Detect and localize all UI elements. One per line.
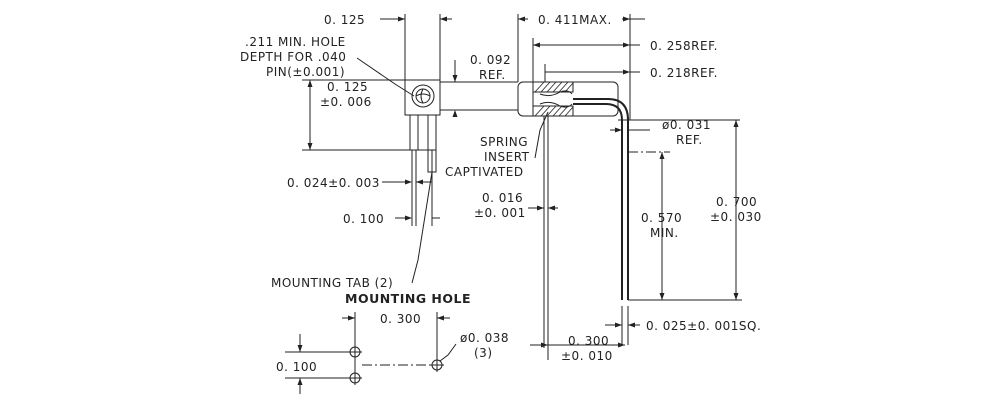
dim-700-line1: 0. 700 [716,195,757,209]
dim-031-line1: ø0. 031 [662,118,711,132]
dim-300-offset-line2: ±0. 010 [561,349,613,363]
mounting-tab-label: MOUNTING TAB (2) [271,276,393,290]
dim-570-line1: 0. 570 [641,211,682,225]
hole-note-line3: PIN(±0.001) [266,65,345,79]
dim-092-line1: 0. 092 [470,53,511,67]
dim-016-line2: ±0. 001 [474,206,526,220]
hole-note-line2: DEPTH FOR .040 [240,50,346,64]
dim-570-line2: MIN. [650,226,679,240]
dim-hole-spacing-y: 0. 100 [276,360,317,374]
dim-pin-width: 0. 024±0. 003 [287,176,380,190]
dim-body-height-line2: ±0. 006 [320,95,372,109]
dim-top-width: 0. 125 [324,13,365,27]
spring-note-line2: INSERT [484,150,530,164]
spring-note-line3: CAPTIVATED [445,165,524,179]
dim-hole-spacing-x: 0. 300 [380,312,421,326]
dim-411-max: 0. 411MAX. [538,13,612,27]
dim-body-height-line1: 0. 125 [327,80,368,94]
spring-note-line1: SPRING [480,135,528,149]
hole-note-line1: .211 MIN. HOLE [245,35,346,49]
dim-218-ref: 0. 218REF. [650,66,718,80]
side-view [440,14,742,360]
mounting-hole-title: MOUNTING HOLE [345,291,471,306]
dim-025-sq: 0. 025±0. 001SQ. [646,319,761,333]
dim-pin-spacing: 0. 100 [343,212,384,226]
dim-hole-dia-line2: (3) [474,346,493,360]
dim-016-line1: 0. 016 [482,191,523,205]
dim-258-ref: 0. 258REF. [650,39,718,53]
dim-700-line2: ±0. 030 [710,210,762,224]
end-view [302,14,452,284]
dim-031-line2: REF. [676,133,703,147]
dim-hole-dia-line1: ø0. 038 [460,331,509,345]
dim-092-line2: REF. [479,68,506,82]
mounting-hole-pattern [285,312,457,394]
dim-300-offset-line1: 0. 300 [568,334,609,348]
